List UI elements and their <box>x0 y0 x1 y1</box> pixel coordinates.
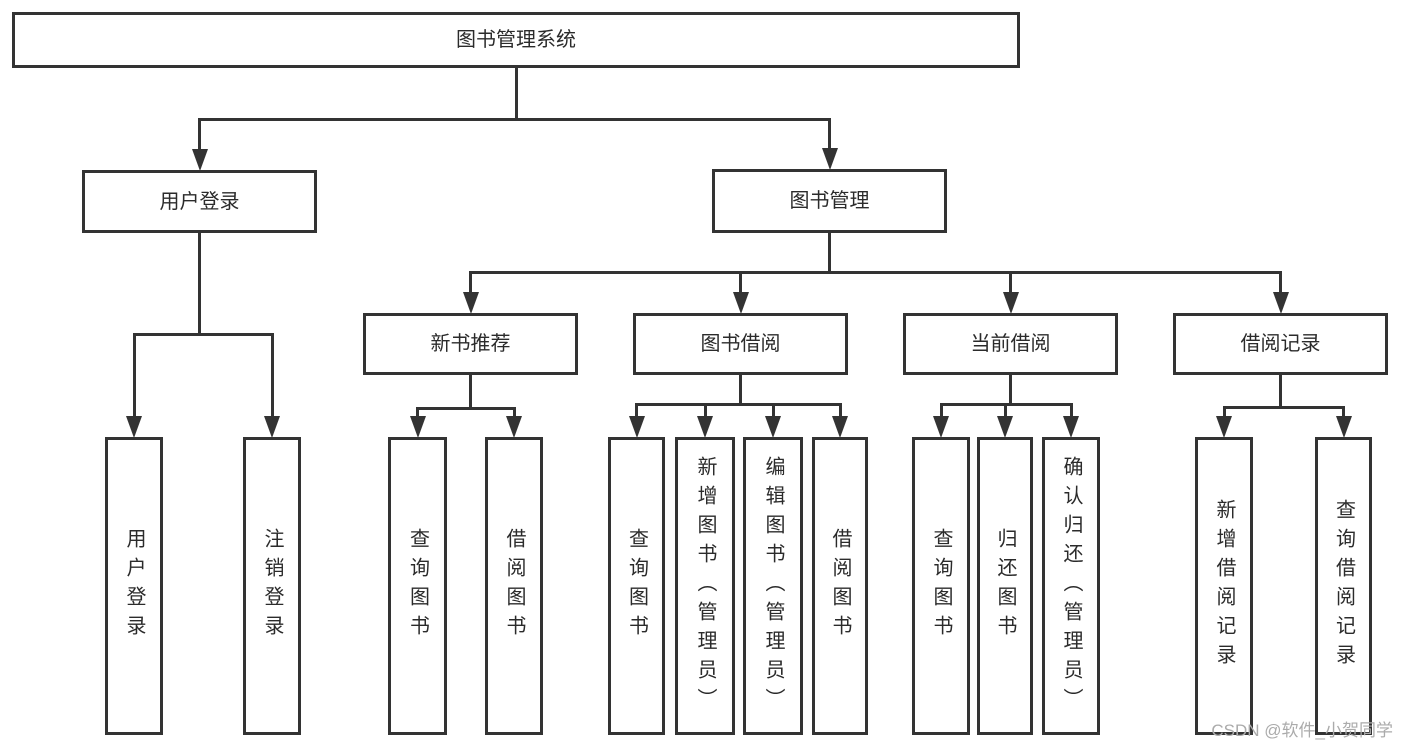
connector-line <box>939 404 943 419</box>
connector-line <box>132 332 274 336</box>
node-label: 注销登录 <box>261 528 283 644</box>
node-leaf-borrow-book-2: 借阅图书 <box>812 437 868 735</box>
node-leaf-confirm-return: 确认归还（管理员） <box>1042 437 1100 735</box>
connector-line <box>635 402 842 406</box>
connector-line <box>1279 272 1282 295</box>
node-label: 编辑图书（管理员） <box>762 455 784 717</box>
connector-line <box>1342 407 1345 419</box>
node-label: 新增图书（管理员） <box>694 455 716 717</box>
arrowhead-down-icon <box>191 149 208 171</box>
node-label: 归还图书 <box>994 528 1016 644</box>
arrowhead-down-icon <box>1216 416 1232 438</box>
node-leaf-add-record: 新增借阅记录 <box>1195 437 1253 735</box>
arrowhead-down-icon <box>933 416 949 438</box>
connector-line <box>1003 404 1007 419</box>
node-leaf-borrow-book-1: 借阅图书 <box>485 437 543 735</box>
connector-line <box>416 408 419 419</box>
node-leaf-return-book: 归还图书 <box>977 437 1033 735</box>
arrowhead-down-icon <box>997 416 1013 438</box>
connector-line <box>132 334 136 419</box>
node-borrow-records: 借阅记录 <box>1173 313 1388 375</box>
node-current-borrow: 当前借阅 <box>903 313 1118 375</box>
node-leaf-query-book-2: 查询图书 <box>608 437 665 735</box>
connector-line <box>469 272 472 295</box>
connector-line <box>1009 272 1012 295</box>
node-label: 借阅图书 <box>503 528 525 644</box>
connector-line <box>469 270 1282 274</box>
arrowhead-down-icon <box>1063 416 1079 438</box>
connector-line <box>771 404 775 419</box>
arrowhead-down-icon <box>462 292 479 314</box>
arrowhead-down-icon <box>697 416 713 438</box>
node-leaf-user-login: 用户登录 <box>105 437 163 735</box>
node-label: 新增借阅记录 <box>1213 499 1235 673</box>
connector-line <box>703 404 707 419</box>
node-label: 用户登录 <box>159 190 240 213</box>
connector-line <box>739 375 742 404</box>
node-root: 图书管理系统 <box>12 12 1020 68</box>
node-leaf-query-book-3: 查询图书 <box>912 437 970 735</box>
node-leaf-query-record: 查询借阅记录 <box>1315 437 1372 735</box>
node-leaf-edit-book: 编辑图书（管理员） <box>743 437 803 735</box>
node-label: 新书推荐 <box>430 333 511 355</box>
connector-line <box>514 68 518 119</box>
connector-line <box>1222 405 1345 409</box>
arrowhead-down-icon <box>628 416 645 438</box>
node-leaf-logout: 注销登录 <box>243 437 301 735</box>
connector-line <box>1222 407 1226 419</box>
node-label: 查询图书 <box>625 528 648 644</box>
arrowhead-down-icon <box>409 416 426 438</box>
node-label: 当前借阅 <box>970 333 1051 355</box>
connector-line <box>838 404 842 419</box>
connector-line <box>198 117 831 121</box>
arrowhead-down-icon <box>506 416 522 438</box>
arrowhead-down-icon <box>1335 416 1352 438</box>
arrowhead-down-icon <box>732 292 749 314</box>
node-label: 查询图书 <box>930 528 952 644</box>
node-user-login: 用户登录 <box>82 170 317 233</box>
node-label: 确认归还（管理员） <box>1060 455 1082 717</box>
connector-line <box>1009 375 1012 404</box>
node-label: 借阅记录 <box>1240 333 1321 355</box>
arrowhead-down-icon <box>1272 292 1289 314</box>
node-leaf-query-book-1: 查询图书 <box>388 437 447 735</box>
watermark: CSDN @软件_小贺同学 <box>1211 721 1393 740</box>
connector-line <box>828 233 831 272</box>
arrowhead-down-icon <box>1002 292 1019 314</box>
connector-line <box>1069 404 1073 419</box>
connector-line <box>198 233 201 334</box>
node-leaf-add-book: 新增图书（管理员） <box>675 437 735 735</box>
node-book-borrow: 图书借阅 <box>633 313 848 375</box>
connector-line <box>635 404 638 419</box>
node-label: 图书借阅 <box>700 333 781 355</box>
connector-line <box>469 375 472 408</box>
node-label: 查询图书 <box>406 528 429 644</box>
node-label: 图书管理 <box>789 190 870 212</box>
node-label: 图书管理系统 <box>456 29 576 51</box>
node-label: 借阅图书 <box>829 528 851 644</box>
connector-line <box>1279 375 1282 407</box>
arrowhead-down-icon <box>765 416 781 438</box>
node-label: 用户登录 <box>123 528 145 644</box>
connector-line <box>512 408 516 419</box>
connector-line <box>828 119 831 151</box>
arrowhead-down-icon <box>832 416 848 438</box>
connector-line <box>739 272 742 295</box>
arrowhead-down-icon <box>126 416 142 438</box>
node-book-mgmt: 图书管理 <box>712 169 947 233</box>
node-new-book-rec: 新书推荐 <box>363 313 578 375</box>
node-label: 查询借阅记录 <box>1332 499 1355 673</box>
arrowhead-down-icon <box>821 148 838 170</box>
connector-line <box>198 119 201 152</box>
arrowhead-down-icon <box>264 416 280 438</box>
connector-line <box>416 406 516 410</box>
connector-line <box>270 334 274 419</box>
